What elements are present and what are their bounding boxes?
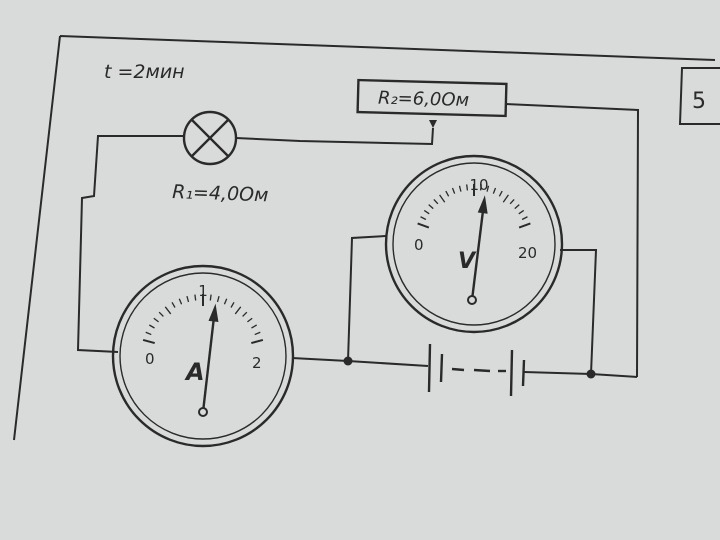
voltmeter-scale-tick	[521, 216, 528, 221]
ammeter-scale-tick	[142, 338, 155, 345]
ammeter-scale-tick	[242, 311, 248, 317]
voltmeter-tick-label-10: 10	[469, 176, 488, 194]
lamp-cross	[191, 119, 229, 157]
battery-dash	[451, 367, 465, 372]
wire-junction-to-battery	[347, 360, 429, 367]
ammeter-symbol: A	[184, 358, 205, 386]
ammeter-scale-tick	[145, 331, 152, 336]
voltmeter-tick-label-20: 20	[518, 244, 537, 262]
lamp	[182, 110, 238, 166]
time-label: t =2мин	[104, 61, 185, 83]
wire-junction-to-voltmeter	[347, 235, 387, 362]
voltmeter-scale-tick	[518, 209, 525, 215]
r2-label: R₂=6,0Ом	[378, 88, 470, 111]
voltmeter-scale-tick	[439, 194, 446, 203]
voltmeter-scale-tick	[486, 185, 490, 192]
voltmeter-scale-tick	[514, 204, 520, 210]
voltmeter-scale	[417, 184, 531, 229]
lamp-bulb	[182, 110, 238, 166]
voltmeter-needle	[470, 205, 485, 301]
ammeter: 0 1 2 A	[111, 264, 295, 448]
figure-frame	[13, 35, 716, 441]
ammeter-tick-label-0: 0	[145, 350, 155, 368]
wire-ammeter-to-junction	[291, 357, 349, 362]
ammeter-scale-tick	[251, 324, 258, 329]
ammeter-scale-tick	[230, 301, 235, 308]
ammeter-scale-tick	[247, 317, 253, 323]
ammeter-scale-tick	[164, 306, 172, 315]
ammeter-inner-ring	[119, 272, 287, 440]
ammeter-scale-tick	[171, 301, 176, 308]
ammeter-tick-label-1: 1	[198, 282, 208, 300]
rheostat: R₂=6,0Ом	[356, 78, 508, 128]
wire-voltmeter-to-junction	[560, 249, 598, 375]
voltmeter-scale-tick	[420, 216, 427, 221]
ammeter-scale-tick	[251, 338, 264, 345]
rheostat-slider-arrow	[429, 120, 437, 128]
battery-plate-3	[509, 349, 514, 397]
ammeter-pivot	[198, 407, 208, 417]
wires	[76, 103, 640, 378]
voltmeter-needle-tip	[477, 195, 488, 214]
ammeter-scale-tick	[194, 294, 197, 301]
ammeter-scale-tick	[158, 311, 164, 317]
voltmeter-scale-tick	[428, 204, 434, 210]
ammeter-outer-ring	[111, 264, 295, 448]
ammeter-scale-tick	[216, 295, 220, 303]
voltmeter-scale-tick	[502, 194, 509, 203]
voltmeter-scale-tick	[466, 184, 469, 191]
voltmeter-scale-tick	[492, 187, 497, 194]
battery-plate-4	[521, 359, 526, 387]
voltmeter-scale-tick	[518, 222, 531, 229]
ammeter-scale	[142, 294, 264, 345]
ammeter-scale-tick	[148, 324, 155, 329]
voltmeter-pivot	[467, 295, 477, 305]
wire-battery-to-junction	[523, 371, 592, 375]
ammeter-scale-tick	[186, 295, 190, 303]
ammeter-scale-tick	[254, 331, 261, 336]
voltmeter-inner-ring	[392, 162, 556, 326]
voltmeter-scale-tick	[451, 187, 456, 194]
wire-top-right	[505, 103, 640, 378]
voltmeter-scale-tick	[433, 198, 439, 205]
junction-left	[343, 356, 353, 366]
ammeter-scale-tick	[153, 317, 159, 323]
ammeter-needle	[201, 313, 216, 413]
voltmeter-scale-tick	[417, 222, 430, 229]
voltmeter-scale-tick	[458, 185, 462, 192]
voltmeter-outer-ring	[384, 154, 564, 334]
voltmeter: 0 10 20 V	[384, 154, 564, 334]
ammeter-needle-tip	[208, 303, 219, 323]
ammeter-tick-label-2: 2	[252, 354, 262, 372]
ammeter-scale-tick	[223, 298, 228, 305]
voltmeter-scale-tick	[445, 190, 450, 197]
battery-plate-1	[427, 343, 432, 393]
next-figure-number: 5	[692, 89, 706, 114]
voltmeter-tick-label-0: 0	[414, 236, 424, 254]
ammeter-scale-tick	[234, 306, 242, 315]
rheostat-box	[356, 78, 508, 118]
ammeter-scale-tick	[178, 298, 183, 305]
voltmeter-scale-tick	[479, 184, 482, 191]
ammeter-scale-tick	[209, 294, 212, 301]
wire-left	[76, 135, 184, 353]
battery	[427, 343, 526, 397]
next-figure-box	[678, 67, 720, 125]
voltmeter-symbol: V	[458, 249, 477, 274]
r1-label: R₁=4,0Ом	[172, 181, 269, 206]
battery-plate-2	[439, 353, 444, 383]
voltmeter-scale-tick	[423, 209, 430, 215]
voltmeter-scale-tick	[509, 198, 515, 205]
wire-junction-to-rail	[590, 373, 638, 378]
voltmeter-scale-tick	[498, 190, 503, 197]
battery-dash	[473, 368, 491, 373]
wire-lamp-to-slider	[235, 127, 434, 146]
junction-right	[586, 369, 596, 379]
